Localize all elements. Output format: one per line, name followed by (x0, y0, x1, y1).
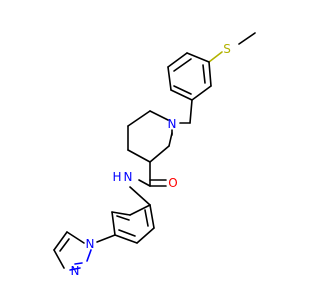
atom-n-amide: N (124, 170, 133, 184)
piperidine-ring (127, 110, 173, 163)
bond-ch3-s (238, 32, 256, 45)
bond-nh-aryl (129, 186, 151, 206)
atom-n-piperidine: N (168, 117, 177, 131)
lower-benzene-ring (111, 204, 155, 244)
bond-s-aryl (208, 51, 223, 63)
upper-benzene-ring (167, 52, 212, 101)
background (0, 0, 300, 300)
molecule-diagram: S N O N H N N (0, 0, 300, 300)
atom-n-pyrazole-2: N (71, 264, 80, 278)
atom-s: S (223, 42, 231, 56)
bond-c-nh (138, 179, 151, 187)
atom-n-pyrazole-1: N (86, 237, 95, 251)
atom-h-amide: H (112, 170, 121, 184)
pyrazole-ring (53, 231, 92, 271)
atom-o: O (168, 176, 177, 190)
bond-ring-ch2 (189, 99, 193, 124)
bond-aryl-pyrazole (96, 234, 116, 243)
